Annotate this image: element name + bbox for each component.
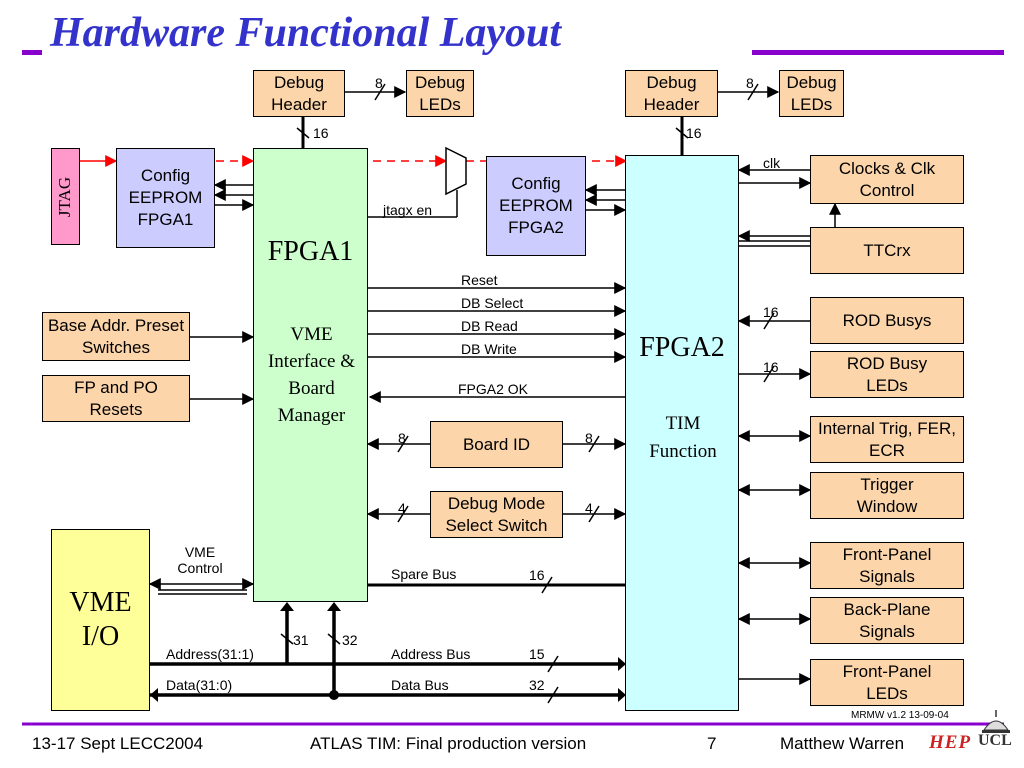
fpga2-ok-label: FPGA2 OK — [458, 381, 529, 397]
data-bus-label: Data Bus — [391, 677, 449, 693]
left-inputs — [190, 331, 255, 405]
ttcrx-block: TTCrx — [810, 227, 964, 274]
footer-subject: ATLAS TIM: Final production version — [310, 734, 587, 753]
db-write-label: DB Write — [461, 341, 517, 357]
vme-control-label: VME Control — [177, 544, 223, 576]
ucl-logo: UCL — [976, 708, 1016, 758]
spare-bus-label: Spare Bus — [391, 566, 457, 582]
address-data-bus — [150, 602, 626, 704]
debug-leds-fpga2: Debug LEDs — [779, 70, 844, 117]
front-panel-leds-block: Front-Panel LEDs — [810, 659, 964, 706]
debug-wiring-2 — [675, 83, 780, 155]
jtagx-en-label: jtagx en — [383, 202, 433, 218]
fpga2-block: FPGA2 TIM Function — [625, 155, 739, 711]
fp-po-resets: FP and PO Resets — [42, 375, 190, 422]
db-read-label: DB Read — [461, 318, 518, 334]
rod-busy-leds-block: ROD Busy LEDs — [810, 351, 964, 398]
address-31-1-label: Address(31:1) — [166, 646, 254, 662]
debug-mode-switch: Debug Mode Select Switch — [430, 491, 563, 538]
width-header-1: 16 — [313, 125, 329, 141]
fpga1-title: FPGA1 — [267, 236, 354, 267]
back-plane-signals-block: Back-Plane Signals — [810, 597, 964, 644]
debug-header-fpga2: Debug Header — [625, 70, 718, 117]
right-side-links — [737, 164, 841, 685]
ucl-dome-icon — [982, 710, 1010, 733]
debug-mode-links — [366, 505, 627, 523]
width-board-id-right: 8 — [585, 430, 593, 446]
config-eeprom-fpga2: Config EEPROM FPGA2 — [486, 156, 586, 256]
address-bus-label: Address Bus — [391, 646, 471, 662]
fpga2-title: FPGA2 — [639, 332, 725, 363]
fpga1-block: FPGA1 VME Interface & Board Manager — [253, 148, 368, 602]
vme-control-link — [148, 578, 255, 595]
width-address-bus: 15 — [529, 646, 545, 662]
footer-page-number: 7 — [707, 734, 717, 753]
width-rod-busy-leds: 16 — [763, 359, 779, 375]
internal-trig-block: Internal Trig, FER, ECR — [810, 416, 964, 463]
width-data-bus: 32 — [529, 677, 545, 693]
width-rod-busys: 16 — [763, 304, 779, 320]
config-fpga2-links — [584, 184, 627, 216]
jtag-label: JTAG — [55, 176, 75, 217]
title-rule-right — [752, 50, 1004, 55]
fpga-interlinks — [368, 282, 627, 403]
hep-logo: HEP — [929, 732, 972, 753]
vme-io-block: VME I/O — [51, 529, 150, 711]
width-board-id-left: 8 — [398, 430, 406, 446]
clocks-block: Clocks & Clk Control — [810, 155, 964, 204]
rod-busys-block: ROD Busys — [810, 297, 964, 344]
width-debug-leds-1: 8 — [375, 75, 383, 91]
version-stamp: MRMW v1.2 13-09-04 — [851, 710, 949, 721]
debug-header-fpga1: Debug Header — [253, 70, 345, 117]
title-rule-left — [22, 50, 42, 55]
fpga1-function: VME Interface & Board Manager — [267, 324, 356, 426]
jtag-block: JTAG — [51, 148, 80, 245]
config-eeprom-fpga1: Config EEPROM FPGA1 — [116, 148, 215, 248]
width-fpga1-addr: 31 — [293, 632, 309, 648]
jtag-mux — [445, 146, 467, 196]
board-id-block: Board ID — [430, 421, 563, 468]
slide-title: Hardware Functional Layout — [50, 10, 562, 56]
fpga2-function: TIM Function — [649, 413, 717, 462]
width-debug-mode-left: 4 — [398, 500, 406, 516]
trigger-window-block: Trigger Window — [810, 472, 964, 519]
clk-label: clk — [763, 155, 781, 171]
ucl-logo-text: UCL — [978, 732, 1012, 749]
base-addr-switches: Base Addr. Preset Switches — [42, 312, 190, 361]
width-debug-mode-right: 4 — [585, 500, 593, 516]
spare-bus — [368, 576, 625, 594]
board-id-links — [366, 435, 627, 453]
width-spare-bus: 16 — [529, 567, 545, 583]
reset-label: Reset — [461, 272, 498, 288]
data-31-0-label: Data(31:0) — [166, 677, 233, 693]
width-debug-leds-2: 8 — [746, 75, 754, 91]
db-select-label: DB Select — [461, 295, 524, 311]
front-panel-signals-block: Front-Panel Signals — [810, 542, 964, 589]
footer-author: Matthew Warren — [780, 734, 905, 753]
width-fpga1-data: 32 — [342, 632, 358, 648]
debug-leds-fpga1: Debug LEDs — [406, 70, 474, 117]
width-header-2: 16 — [686, 125, 702, 141]
footer-event: 13-17 Sept LECC2004 — [32, 734, 204, 753]
config-fpga1-links — [213, 179, 255, 211]
